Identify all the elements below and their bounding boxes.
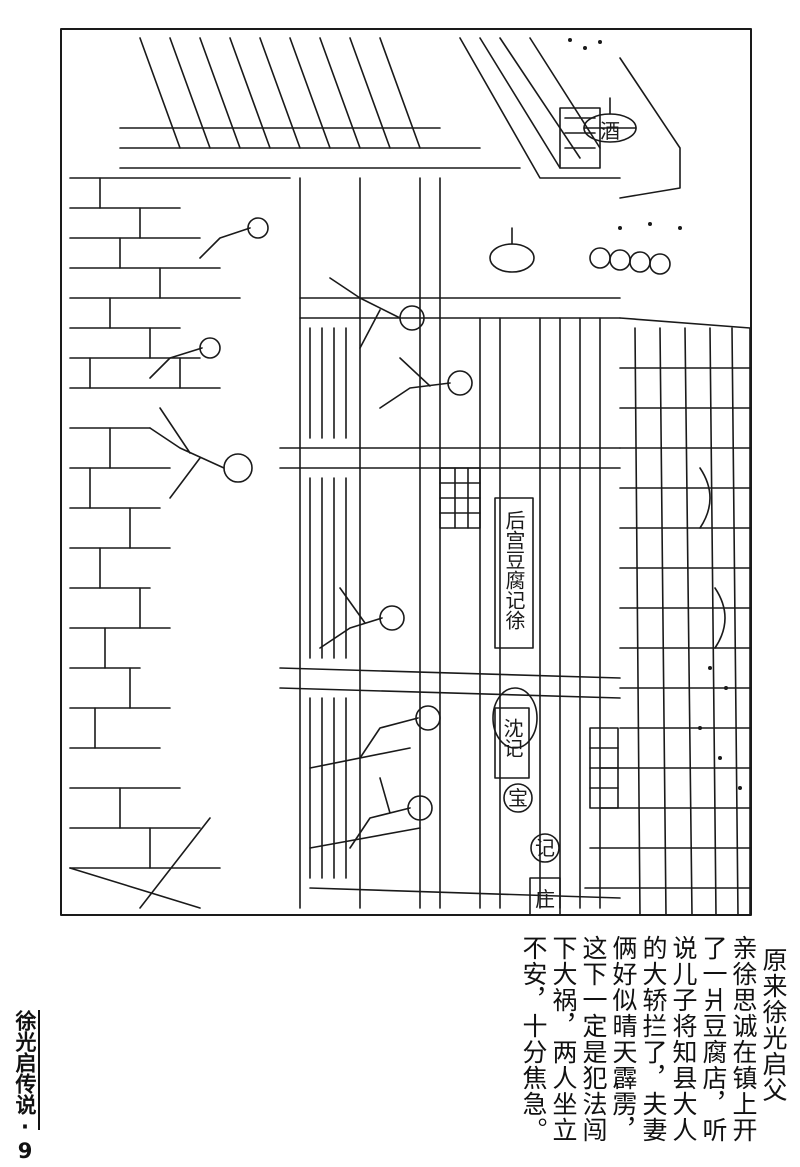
footer-separator: · <box>13 1115 37 1139</box>
sign-shen-ji: 沈记 <box>500 718 524 758</box>
sign-tofu-shop: 后宫豆腐记徐 <box>502 510 526 630</box>
caption-line-6: 俩好似晴天霹雳， <box>609 935 638 1143</box>
caption-line-8: 下大祸，两人坐立 <box>549 935 578 1143</box>
roof-tiles <box>579 317 751 916</box>
page-number: 9 <box>13 1139 37 1163</box>
caption-line-5: 的大轿拦了，夫妻 <box>639 935 668 1143</box>
caption-line-1: 原来徐光启父 <box>759 947 788 1103</box>
upper-roof <box>119 37 681 199</box>
stone-wall <box>69 177 291 869</box>
sign-zhuang: 庄 <box>535 887 555 911</box>
footer-underline <box>38 1010 40 1130</box>
caption-line-9: 不安，十分焦急。 <box>519 935 548 1143</box>
street-figures <box>149 217 473 849</box>
page-footer: 徐光启传说·9 <box>8 1010 40 1163</box>
caption-line-7: 这下一定是犯法闯 <box>579 935 608 1143</box>
caption-line-4: 说儿子将知县大人 <box>669 935 698 1143</box>
scatter-marks <box>568 38 742 790</box>
caption-text: 原来徐光启父 亲徐思诚在镇上开 了一爿豆腐店，听 说儿子将知县大人 的大轿拦了，… <box>519 935 790 1143</box>
storefront-structure <box>279 177 621 909</box>
caption-line-2: 亲徐思诚在镇上开 <box>729 935 758 1143</box>
lanterns <box>489 97 671 749</box>
sign-bao: 宝 <box>508 786 528 810</box>
sign-ji: 记 <box>535 836 555 860</box>
shop-signboards <box>494 497 561 916</box>
caption-line-3: 了一爿豆腐店，听 <box>699 935 728 1143</box>
carrying-poles <box>69 747 421 909</box>
book-title: 徐光启传说 <box>13 1010 37 1115</box>
street-scene-illustration: 后宫豆腐记徐 沈记 宝 记 庄 酒 <box>60 28 752 916</box>
sign-wine: 酒 <box>600 119 620 143</box>
